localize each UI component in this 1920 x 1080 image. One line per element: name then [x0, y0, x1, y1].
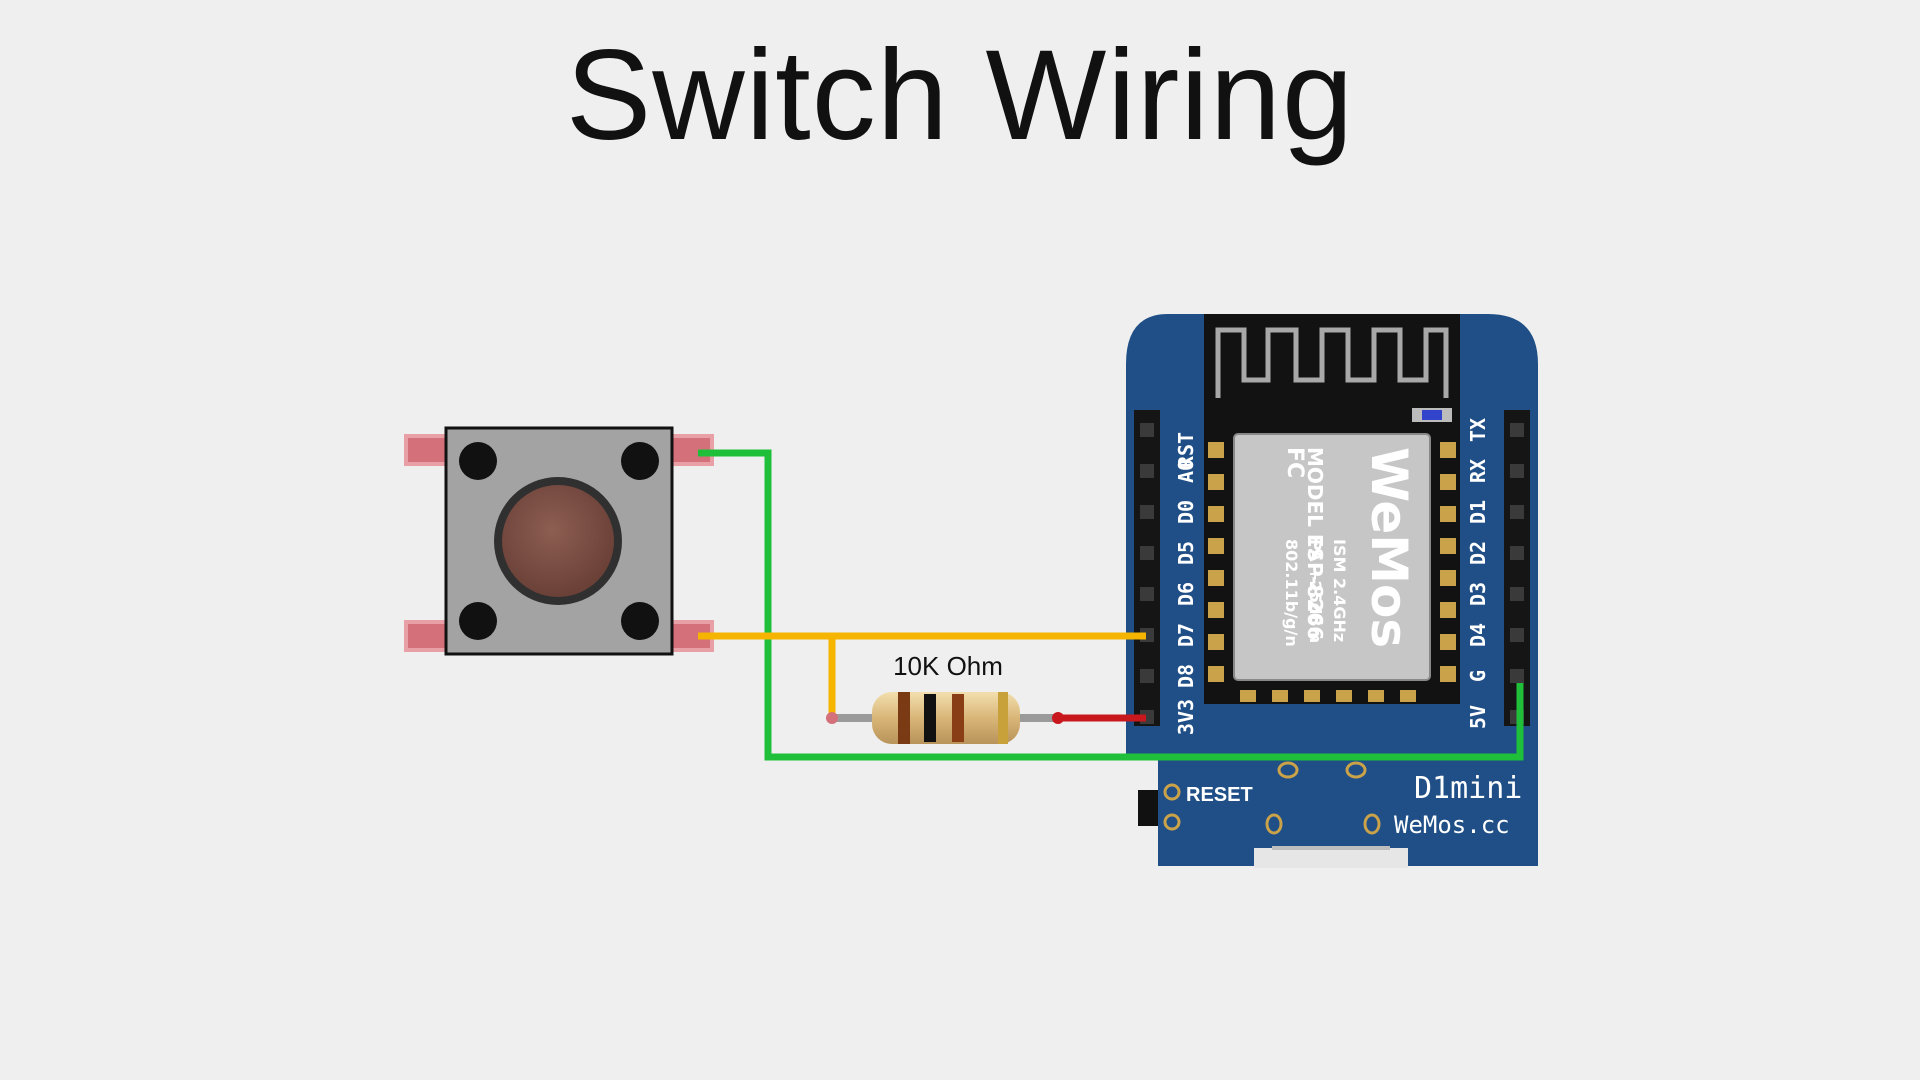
board-model-name: D1mini — [1414, 771, 1522, 806]
pin-label-d8: D8 — [1174, 664, 1198, 688]
resistor-body — [872, 692, 1020, 744]
switch-tab-top-left — [404, 434, 452, 466]
board-pad — [1345, 761, 1367, 779]
wire-junction — [1052, 712, 1064, 724]
reset-pad — [1163, 783, 1181, 801]
reset-pad — [1163, 813, 1181, 831]
push-button-switch — [404, 426, 714, 656]
wire-junction — [826, 712, 838, 724]
chip-ism-line: ISM 2.4GHz — [1330, 539, 1349, 642]
switch-corner-hole — [621, 442, 659, 480]
switch-cap — [502, 485, 614, 597]
chip-model-line: MODEL ESP-8266 — [1303, 447, 1327, 640]
smd-led-lens — [1422, 410, 1442, 420]
page-title: Switch Wiring — [565, 24, 1355, 167]
pin-label-d7: D7 — [1174, 623, 1198, 647]
switch-corner-hole — [621, 602, 659, 640]
left-header-pins — [1134, 410, 1160, 726]
reset-label: RESET — [1186, 784, 1253, 806]
usb-connector-edge — [1272, 846, 1390, 850]
resistor-band-1 — [898, 692, 910, 744]
pin-label-g: G — [1466, 670, 1490, 682]
switch-corner-hole — [459, 442, 497, 480]
board-pad — [1265, 813, 1283, 835]
right-header-pins — [1504, 410, 1530, 726]
pin-label-d3: D3 — [1466, 582, 1490, 606]
pin-label-rx: RX — [1466, 459, 1490, 483]
resistor-band-3 — [952, 694, 964, 742]
chip-markings: FC MODEL ESP-8266 ISM 2.4GHz PA +25dBm 8… — [1282, 447, 1418, 648]
usb-connector — [1254, 848, 1408, 868]
board-pad — [1363, 813, 1381, 835]
pin-label-3v3: 3V3 — [1174, 699, 1198, 735]
pin-label-5v: 5V — [1466, 705, 1490, 729]
reset-button-housing — [1138, 790, 1158, 826]
wires — [698, 449, 1524, 761]
board-website: WeMos.cc — [1394, 811, 1510, 839]
resistor-band-4 — [998, 692, 1008, 744]
pin-label-d4: D4 — [1466, 623, 1490, 647]
pin-label-d5: D5 — [1174, 541, 1198, 565]
chip-wifi-line: 802.11b/g/n — [1282, 539, 1301, 647]
pin-label-tx: TX — [1466, 418, 1490, 442]
chip-pa-line: PA +25dBm — [1306, 539, 1325, 643]
pin-label-rst: RST — [1174, 432, 1198, 468]
pin-label-d6: D6 — [1174, 582, 1198, 606]
pin-label-d1: D1 — [1466, 500, 1490, 524]
chip-brand: WeMos — [1360, 447, 1418, 648]
switch-corner-hole — [459, 602, 497, 640]
wemos-d1-mini-board: FC MODEL ESP-8266 ISM 2.4GHz PA +25dBm 8… — [1126, 314, 1538, 868]
chip-fcc-mark: FC — [1282, 447, 1307, 478]
switch-tab-bottom-left — [404, 620, 452, 652]
resistor-10k: 10K Ohm — [832, 651, 1058, 744]
resistor-band-2 — [924, 694, 936, 742]
pin-label-a0: A0 — [1174, 459, 1198, 483]
wire-green-switch-to-5v — [698, 449, 1524, 761]
esp8266-shield — [1233, 433, 1431, 681]
resistor-label: 10K Ohm — [893, 651, 1003, 681]
board-pad — [1277, 761, 1299, 779]
pin-label-d0: D0 — [1174, 500, 1198, 524]
module-pads — [1208, 442, 1456, 702]
pin-label-d2: D2 — [1466, 541, 1490, 565]
pcb-antenna-trace — [1215, 327, 1449, 398]
